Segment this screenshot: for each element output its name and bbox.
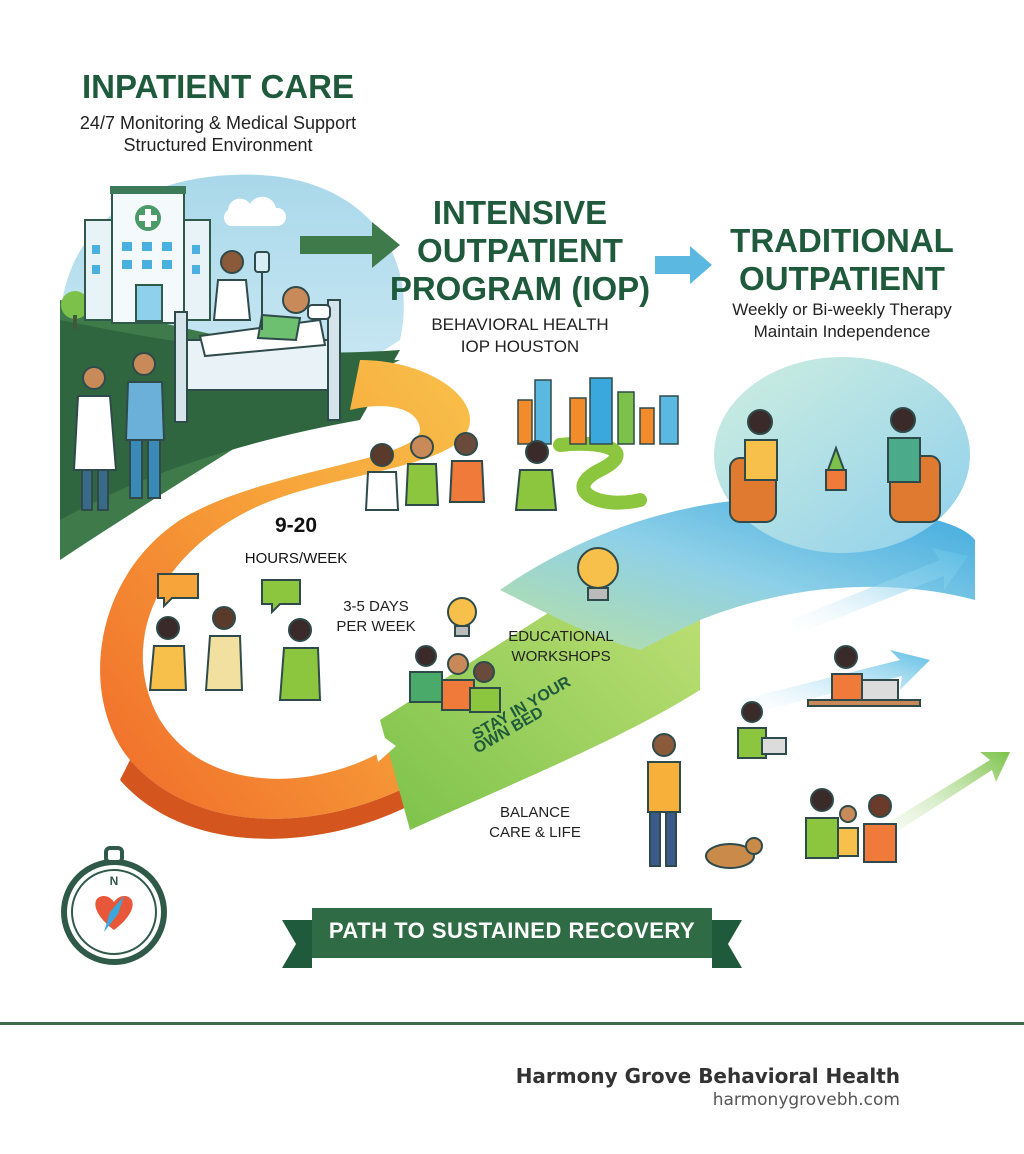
group-therapy-illustration xyxy=(148,432,558,701)
arrow-right-icon xyxy=(655,246,712,284)
city-skyline-icon xyxy=(517,377,679,445)
bed-icon xyxy=(174,251,341,423)
iop-subtitle-line-1: BEHAVIORAL HEALTH xyxy=(431,315,609,334)
arrow-right-icon xyxy=(300,222,400,268)
traditional-line-2: Maintain Independence xyxy=(753,322,931,341)
footer-divider xyxy=(0,1022,1024,1025)
traditional-title-line-1: TRADITIONAL xyxy=(730,222,954,259)
hospital-icon xyxy=(84,186,211,324)
balance-line-2: CARE & LIFE xyxy=(489,824,581,841)
lightbulb-icon xyxy=(447,547,619,637)
compass-north-label: N xyxy=(109,874,119,888)
workshops-line-2: WORKSHOPS xyxy=(511,648,611,665)
iop-title-line-1: INTENSIVE xyxy=(432,194,608,231)
hours-unit: HOURS/WEEK xyxy=(244,550,348,567)
independence-illustration xyxy=(647,548,1010,869)
footer-brand: Harmony Grove Behavioral Health harmonyg… xyxy=(516,1064,900,1110)
days-line-1: 3-5 DAYS xyxy=(343,598,409,615)
brand-url[interactable]: harmonygrovebh.com xyxy=(712,1090,900,1110)
compass-icon xyxy=(61,846,167,965)
banner-ribbon xyxy=(282,908,742,968)
iop-title-line-3: PROGRAM (IOP) xyxy=(389,270,651,307)
inpatient-line-2: Structured Environment xyxy=(123,135,313,155)
inpatient-scene xyxy=(60,174,404,561)
traditional-line-1: Weekly or Bi-weekly Therapy xyxy=(732,300,952,319)
balance-line-1: BALANCE xyxy=(499,804,571,821)
traditional-title-line-2: OUTPATIENT xyxy=(739,260,945,297)
days-line-2: PER WEEK xyxy=(336,618,416,635)
brand-name: Harmony Grove Behavioral Health xyxy=(515,1064,900,1088)
hours-value: 9-20 xyxy=(274,514,318,537)
workshop-audience xyxy=(409,645,501,713)
iop-subtitle-line-2: IOP HOUSTON xyxy=(460,337,580,356)
inpatient-title: INPATIENT CARE xyxy=(82,68,354,105)
infographic-artwork xyxy=(60,174,1010,968)
workshops-line-1: EDUCATIONAL xyxy=(508,628,614,645)
banner-label: PATH TO SUSTAINED RECOVERY xyxy=(328,918,696,943)
iop-title-line-2: OUTPATIENT xyxy=(417,232,623,269)
inpatient-line-1: 24/7 Monitoring & Medical Support xyxy=(79,113,357,133)
medical-staff xyxy=(72,250,252,511)
therapy-session-illustration xyxy=(714,357,970,553)
